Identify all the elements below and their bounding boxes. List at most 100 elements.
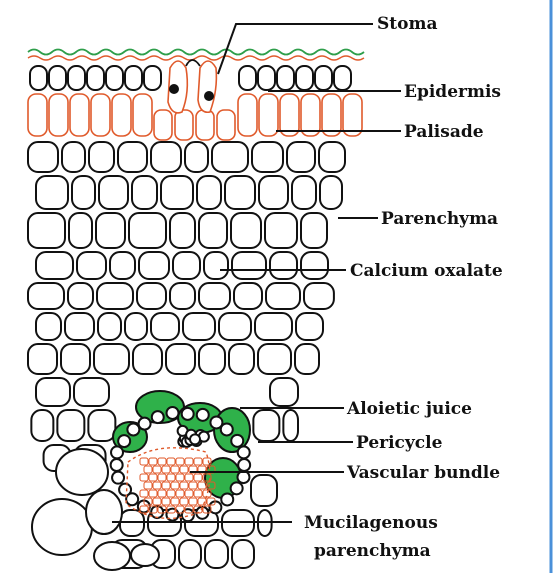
xylem-cell <box>144 466 152 473</box>
parenchyma-cell <box>96 213 125 248</box>
xylem-cell <box>171 466 179 473</box>
parenchyma-cell <box>170 283 195 309</box>
parenchyma-cell <box>258 344 291 374</box>
parenchyma-cell <box>62 142 85 172</box>
parenchyma-cell <box>151 142 181 172</box>
pericycle-cell <box>221 423 233 435</box>
xylem-cell <box>140 474 148 481</box>
parenchyma-cell <box>28 344 57 374</box>
pericycle-cell <box>111 459 123 471</box>
pericycle-cell <box>111 446 123 458</box>
parenchyma-cell <box>28 283 64 309</box>
parenchyma-cell <box>72 176 95 209</box>
pericycle-cell <box>118 435 130 447</box>
parenchyma-cell <box>139 252 169 279</box>
parenchyma-cell <box>99 176 128 209</box>
xylem-cell <box>144 482 152 489</box>
xylem-cell <box>185 490 193 497</box>
parenchyma-cell <box>197 176 221 209</box>
epidermis-cell <box>258 66 275 90</box>
parenchyma-cell <box>225 176 255 209</box>
parenchyma-cell <box>283 410 298 441</box>
xylem-cell <box>176 474 184 481</box>
parenchyma-cell <box>94 344 129 374</box>
palisade-cell <box>217 110 235 140</box>
parenchyma-cell <box>77 252 106 279</box>
parenchyma-cell <box>296 313 323 340</box>
parenchyma-cell <box>36 252 73 279</box>
parenchyma-cell <box>229 344 254 374</box>
parenchyma-cell <box>61 344 90 374</box>
parenchyma-cell <box>118 142 147 172</box>
vascular-region <box>111 391 250 521</box>
parenchyma-cell <box>266 283 300 309</box>
guard-cell-dot <box>204 91 214 101</box>
pericycle-cell <box>182 408 194 420</box>
xylem-cell <box>171 482 179 489</box>
parenchyma-cell <box>97 283 133 309</box>
xylem-cell <box>149 474 157 481</box>
palisade-cell <box>343 94 362 136</box>
parenchyma-cell <box>31 410 53 441</box>
parenchyma-cell <box>129 213 166 248</box>
label-palisade: Palisade <box>404 122 484 142</box>
parenchyma-cell <box>69 213 92 248</box>
epidermis-cell <box>68 66 85 90</box>
parenchyma-cell <box>199 283 230 309</box>
xylem-cell <box>167 490 175 497</box>
palisade-cell <box>112 94 131 136</box>
parenchyma-cell <box>232 252 266 279</box>
parenchyma-cell <box>36 176 68 209</box>
palisade-cell <box>238 94 257 136</box>
pericycle-cell <box>238 446 250 458</box>
stoma-structure <box>168 60 216 113</box>
xylem-cell <box>171 498 179 505</box>
xylem-cell <box>194 458 202 465</box>
xylem-cell <box>180 482 188 489</box>
xylem-cell <box>162 482 170 489</box>
parenchyma-cell <box>295 344 319 374</box>
xylem-cell <box>185 458 193 465</box>
epidermis-cell <box>87 66 104 90</box>
label-mucilagenous-line2: parenchyma <box>314 541 431 561</box>
pericycle-cell <box>167 407 179 419</box>
pericycle-cell <box>112 472 124 484</box>
parenchyma-cell <box>301 252 328 279</box>
parenchyma-cell <box>234 283 262 309</box>
label-vascular-bundle: Vascular bundle <box>346 463 500 483</box>
label-calcium-oxalate: Calcium oxalate <box>350 261 503 281</box>
pericycle-cell <box>127 424 139 436</box>
parenchyma-cell <box>132 176 157 209</box>
parenchyma-cell <box>265 213 297 248</box>
epidermis-cell <box>106 66 123 90</box>
parenchyma-cell <box>304 283 334 309</box>
xylem-cell <box>153 466 161 473</box>
parenchyma-cell <box>173 252 200 279</box>
xylem-cell <box>153 498 161 505</box>
palisade-cell <box>322 94 341 136</box>
xylem-cell <box>162 498 170 505</box>
parenchyma-cell <box>151 313 179 340</box>
palisade-cell <box>154 110 172 140</box>
palisade-cell <box>91 94 110 136</box>
parenchyma-cell <box>133 344 162 374</box>
pericycle-cell <box>119 484 131 496</box>
parenchyma-cell <box>204 252 228 279</box>
palisade-cell <box>70 94 89 136</box>
pericycle-cell <box>139 418 151 430</box>
parenchyma-cell <box>179 540 201 568</box>
parenchyma-cell <box>98 313 121 340</box>
epidermis-cell <box>315 66 332 90</box>
xylem-cell <box>176 458 184 465</box>
parenchyma-cell <box>185 142 208 172</box>
epidermis-cell <box>144 66 161 90</box>
palisade-cell <box>280 94 299 136</box>
parenchyma-cell <box>36 378 70 406</box>
parenchyma-cell <box>231 213 261 248</box>
palisade-cell <box>175 110 193 140</box>
pericycle-cell <box>231 435 243 447</box>
xylem-cell <box>158 474 166 481</box>
pericycle-cell <box>197 409 209 421</box>
xylem-cell <box>189 498 197 505</box>
